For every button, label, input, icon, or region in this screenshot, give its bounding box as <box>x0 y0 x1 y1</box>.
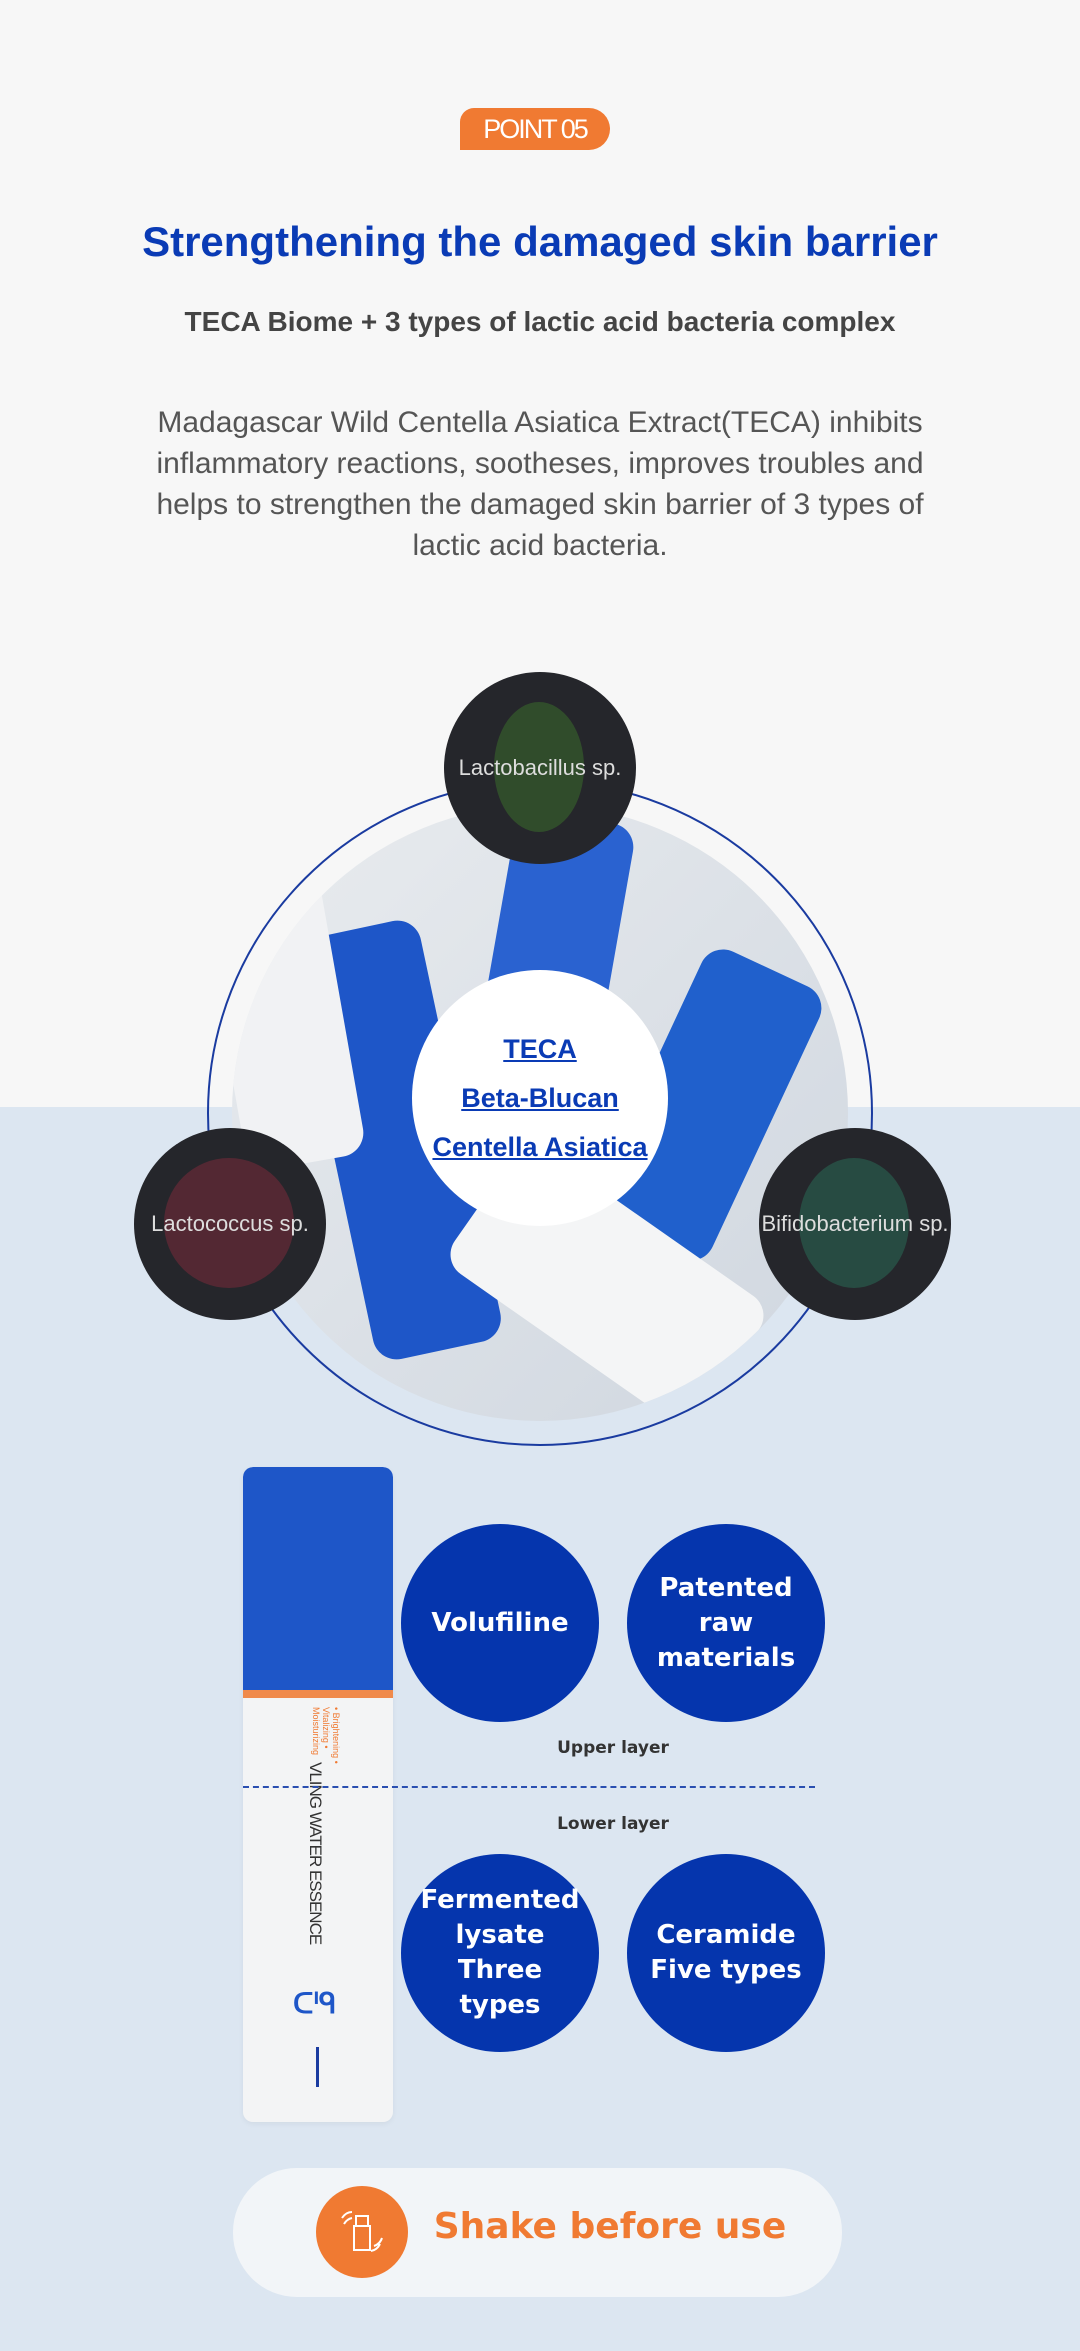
lower-layer-label: Lower layer <box>557 1814 669 1834</box>
upper-item-volufiline: Volufiline <box>401 1524 599 1722</box>
brand-logo-icon: ᑕᑊᑫ <box>293 1988 337 2019</box>
upper-item-patented: Patented raw materials <box>627 1524 825 1722</box>
core-centella: Centella Asiatica <box>432 1131 648 1162</box>
product-bottle: • Brightening • Vitalizing • Moisturizin… <box>243 1467 393 2122</box>
bottle-band <box>243 1690 393 1698</box>
layer-divider <box>243 1786 815 1788</box>
core-ingredients: TECA Beta-Blucan Centella Asiatica <box>412 970 668 1226</box>
lower-item-fermented: Fermented lysate Three types <box>401 1854 599 2052</box>
bottle-benefits: • Brightening • Vitalizing • Moisturizin… <box>311 1707 341 1764</box>
subtitle: TECA Biome + 3 types of lactic acid bact… <box>184 306 896 337</box>
bacteria-bifidobacterium: Bifidobacterium sp. <box>759 1128 951 1320</box>
core-beta-glucan: Beta-Blucan <box>461 1082 619 1113</box>
bacteria-lactococcus: Lactococcus sp. <box>134 1128 326 1320</box>
shake-bottle-icon <box>316 2186 408 2278</box>
point-badge: POINT 05 <box>460 108 610 150</box>
bottle-label: VLING WATER ESSENCE <box>306 1762 325 1945</box>
bottle-cap <box>243 1467 393 1690</box>
lower-item-ceramide: Ceramide Five types <box>627 1854 825 2052</box>
core-teca: TECA <box>503 1033 577 1064</box>
bacteria-label: Lactococcus sp. <box>151 1211 309 1236</box>
bacteria-label: Bifidobacterium sp. <box>761 1211 949 1236</box>
upper-layer-label: Upper layer <box>557 1738 669 1758</box>
bacteria-label: Lactobacillus sp. <box>458 755 622 780</box>
bottle-bar <box>316 2047 319 2087</box>
page-title: Strengthening the damaged skin barrier <box>142 218 938 265</box>
description: Madagascar Wild Centella Asiatica Extrac… <box>156 406 924 562</box>
shake-text: Shake before use <box>433 2206 787 2247</box>
bacteria-lactobacillus: Lactobacillus sp. <box>444 672 636 864</box>
